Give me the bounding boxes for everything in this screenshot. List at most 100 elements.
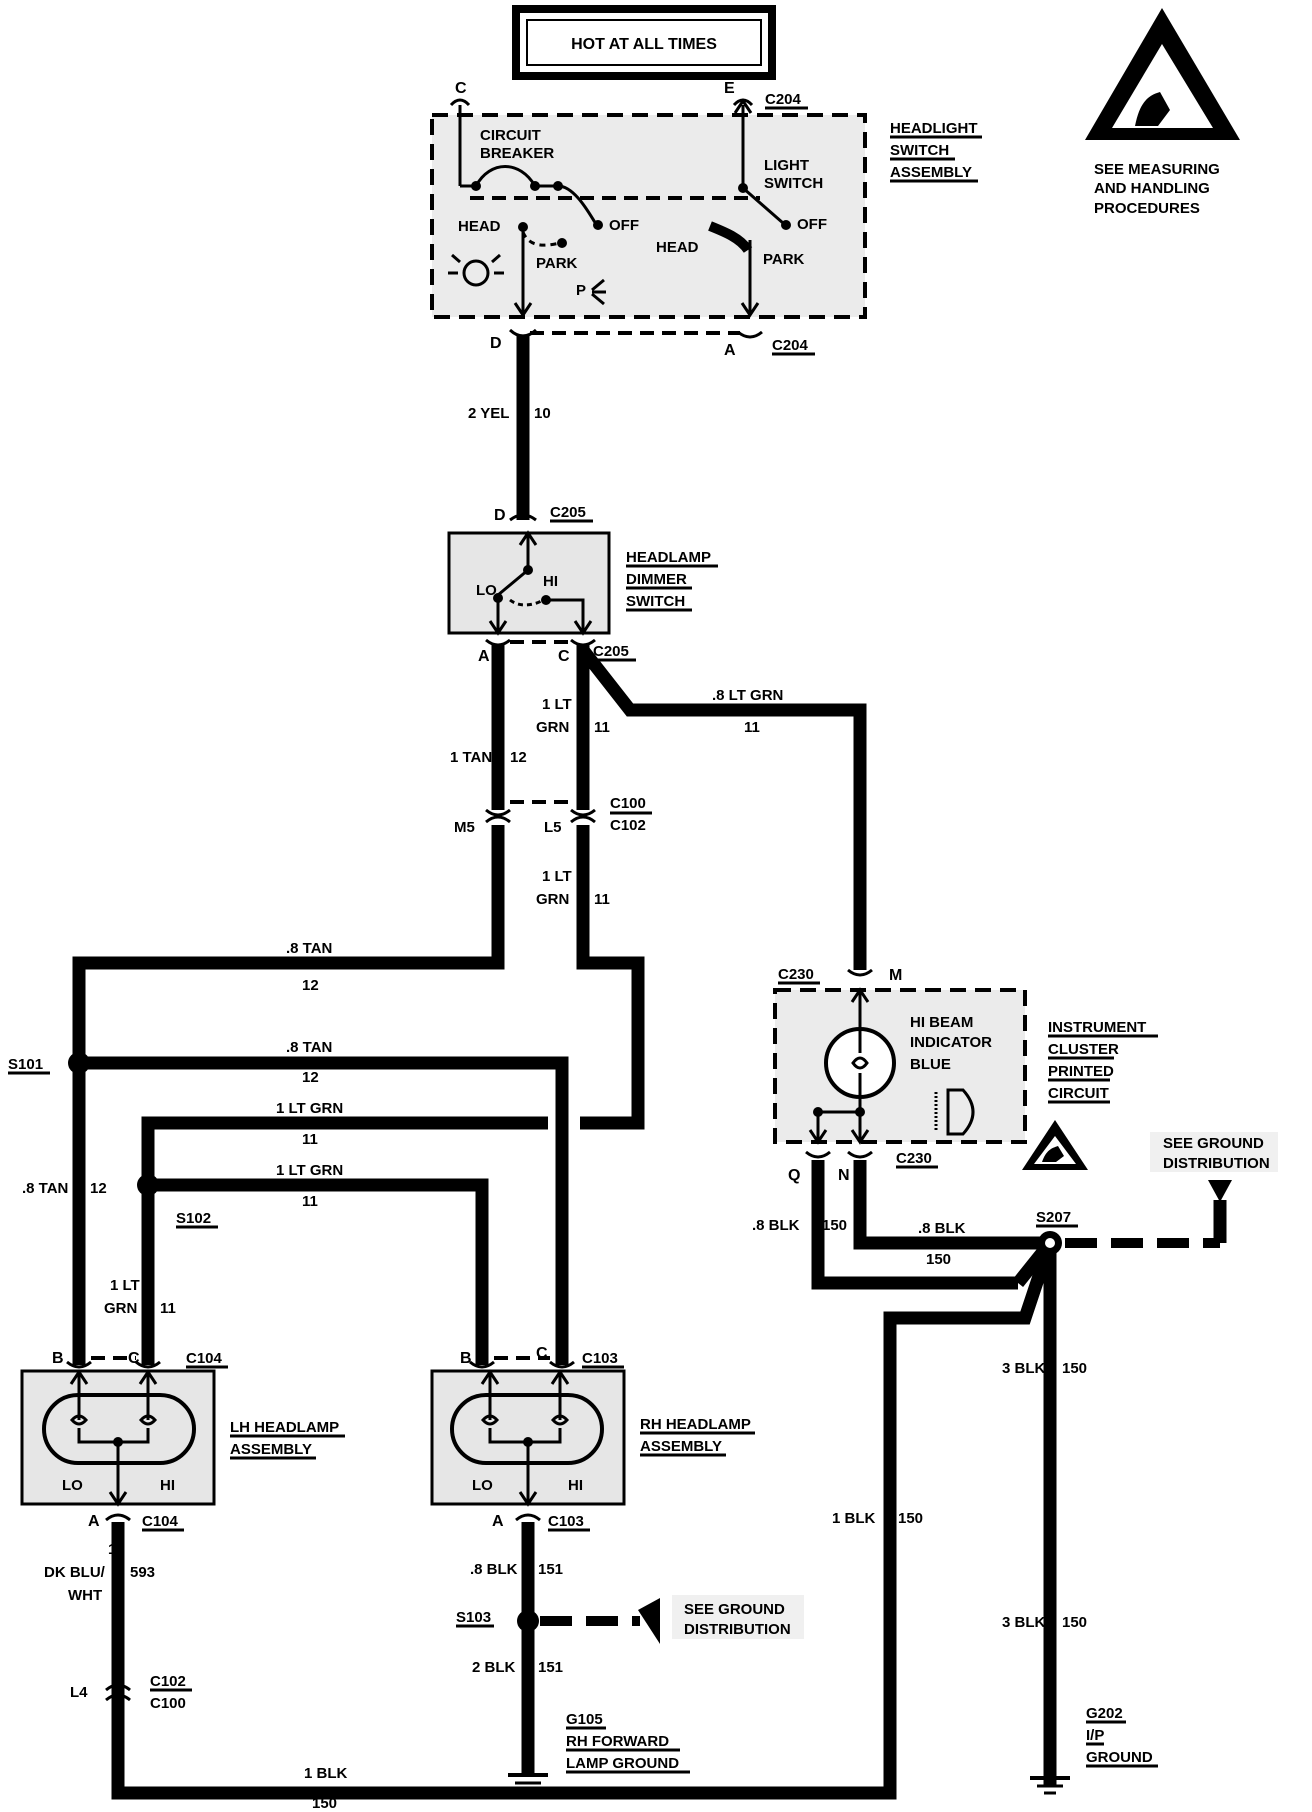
cluster-pin-n: N [838,1167,850,1184]
wire-tan-08-b-gauge: .8 TAN [286,1039,332,1056]
rh-pin-a: A [492,1513,504,1530]
dimmer-pin-c: C [558,648,570,665]
wire-ltgrn-11-b [576,825,645,1130]
lh-title-2: ASSEMBLY [230,1441,312,1458]
wire-ltgrn-2-gauge-1: 1 LT [542,868,572,885]
cluster-title-1: INSTRUMENT [1048,1019,1146,1036]
connector-c100-label: C100 [610,795,646,812]
wire-tan-lh-gauge: .8 TAN [22,1180,68,1197]
splice-s102 [137,1174,159,1196]
rh-lo-label: LO [472,1477,493,1494]
switch-pin-d: D [490,335,502,352]
cluster-connector-bottom: C230 [896,1150,932,1167]
g202-label-3: GROUND [1086,1749,1153,1766]
cluster-pin-q: Q [788,1167,800,1184]
light-switch-label-2: SWITCH [764,175,823,192]
headlight-switch-title-3: ASSEMBLY [890,164,972,181]
rh-title-1: RH HEADLAMP [640,1416,751,1433]
wire-blk-n-circuit: 150 [926,1251,951,1268]
rh-connector-bottom: C103 [548,1513,584,1530]
switch-pin-c: C [455,80,467,97]
wire-yel-gauge: 2 YEL [468,405,509,422]
dimmer-title-1: HEADLAMP [626,549,711,566]
wire-ltgrn-b [148,1178,489,1365]
dimmer-title-3: SWITCH [626,593,685,610]
indicator-label-1: HI BEAM [910,1014,973,1031]
lh-pin-a: A [88,1513,100,1530]
rh-pin-c: C [536,1345,548,1362]
connector-c102-c100: L4 C102 C100 [70,1673,192,1712]
wire-ltgrn-2-gauge-2: GRN [536,891,569,908]
wire-blk-rh-circuit: 151 [538,1561,563,1578]
wire-2blk-gauge: 2 BLK [472,1659,516,1676]
switch-pin-a: A [724,342,736,359]
wire-tan-lh-circuit: 12 [90,1180,107,1197]
lh-pin-b: B [52,1350,64,1367]
park-position-label-2: PARK [763,251,805,268]
rh-connector-top: C103 [582,1350,618,1367]
connector-l4-label: L4 [70,1684,88,1701]
lh-hi-label: HI [160,1477,175,1494]
indicator-label-2: INDICATOR [910,1034,992,1051]
headlamp-dimmer-switch: D C205 LO HI A C C205 HEADLAMP DIMMER SW… [447,504,718,665]
indicator-label-3: BLUE [910,1056,951,1073]
dimmer-pin-a: A [478,648,490,665]
lh-headlamp-assembly: B C C104 LO HI A C104 LH HEADLAMP ASSEMB… [20,1350,345,1532]
ground-dist-2-line2: DISTRIBUTION [684,1621,791,1638]
park-indicator-label: P [576,282,586,299]
wire-blk-q-circuit: 150 [822,1217,847,1234]
wire-1blk-bottom-gauge: 1 BLK [304,1765,348,1782]
ground-dist-1-line1: SEE GROUND [1163,1135,1264,1152]
rh-headlamp-assembly: B C C103 LO HI A C103 RH HEADLAMP ASSEMB… [430,1345,755,1532]
ground-g105: G105 RH FORWARD LAMP GROUND [508,1711,690,1792]
lh-connector-top: C104 [186,1350,223,1367]
connector-c100-c102: M5 L5 C100 C102 [454,795,652,836]
connector-l5-label: L5 [544,819,562,836]
switch-pin-e: E [724,80,735,97]
rh-pin-b: B [460,1350,472,1367]
wire-3blk-a-gauge: 3 BLK [1002,1360,1046,1377]
wire-ltgrn-2-circuit: 11 [594,891,610,908]
head-position-label-2: HEAD [656,239,699,256]
wire-blk-q-gauge: .8 BLK [752,1217,800,1234]
wire-1blk-bottom-circuit: 150 [312,1795,337,1812]
wire-dkblu-gauge-2: DK BLU/ [44,1564,106,1581]
connector-c100-bottom-label: C100 [150,1695,186,1712]
wire-3blk-b-gauge: 3 BLK [1002,1614,1046,1631]
g202-label-1: G202 [1086,1705,1123,1722]
circuit-breaker-label-2: BREAKER [480,145,554,162]
esd-note-line3: PROCEDURES [1094,200,1200,217]
g105-label-1: G105 [566,1711,603,1728]
wire-tan-1-gauge: 1 TAN [450,749,492,766]
wire-ltgrn-a-gauge: 1 LT GRN [276,1100,343,1117]
wire-yel-circuit: 10 [534,405,551,422]
wire-ltgrn-lh-gauge-2: GRN [104,1300,137,1317]
dimmer-lo-label: LO [476,582,497,599]
headlight-switch-title-1: HEADLIGHT [890,120,978,137]
off-position-label: OFF [609,217,639,234]
dimmer-connector-bottom: C205 [593,643,629,660]
connector-c102-bottom-label: C102 [150,1673,186,1690]
esd-note-line2: AND HANDLING [1094,180,1210,197]
wire-tan-08-a-circuit: 12 [302,977,319,994]
g202-label-2: I/P [1086,1727,1104,1744]
splice-s103 [517,1610,539,1632]
wire-tan-1-circuit: 12 [510,749,527,766]
wire-tan-08-b [79,1056,569,1365]
splice-s207-label: S207 [1036,1209,1071,1226]
wire-ltgrn-11-cluster [577,645,867,970]
esd-warning-icon: SEE MEASURING AND HANDLING PROCEDURES [1085,8,1240,217]
headlight-switch-title-2: SWITCH [890,142,949,159]
dimmer-title-2: DIMMER [626,571,687,588]
cluster-title-4: CIRCUIT [1048,1085,1109,1102]
g105-label-3: LAMP GROUND [566,1755,679,1772]
wire-dkblu-circuit: 593 [130,1564,155,1581]
cluster-title-3: PRINTED [1048,1063,1114,1080]
wire-ltgrn-a-circuit: 11 [302,1131,318,1148]
g105-label-2: RH FORWARD [566,1733,669,1750]
lh-pin-c: C [128,1350,140,1367]
esd-note-line1: SEE MEASURING [1094,161,1220,178]
wire-blk-n [853,1160,1050,1250]
ground-distribution-ref-1: SEE GROUND DISTRIBUTION [1150,1132,1278,1243]
cluster-pin-m: M [889,967,902,984]
